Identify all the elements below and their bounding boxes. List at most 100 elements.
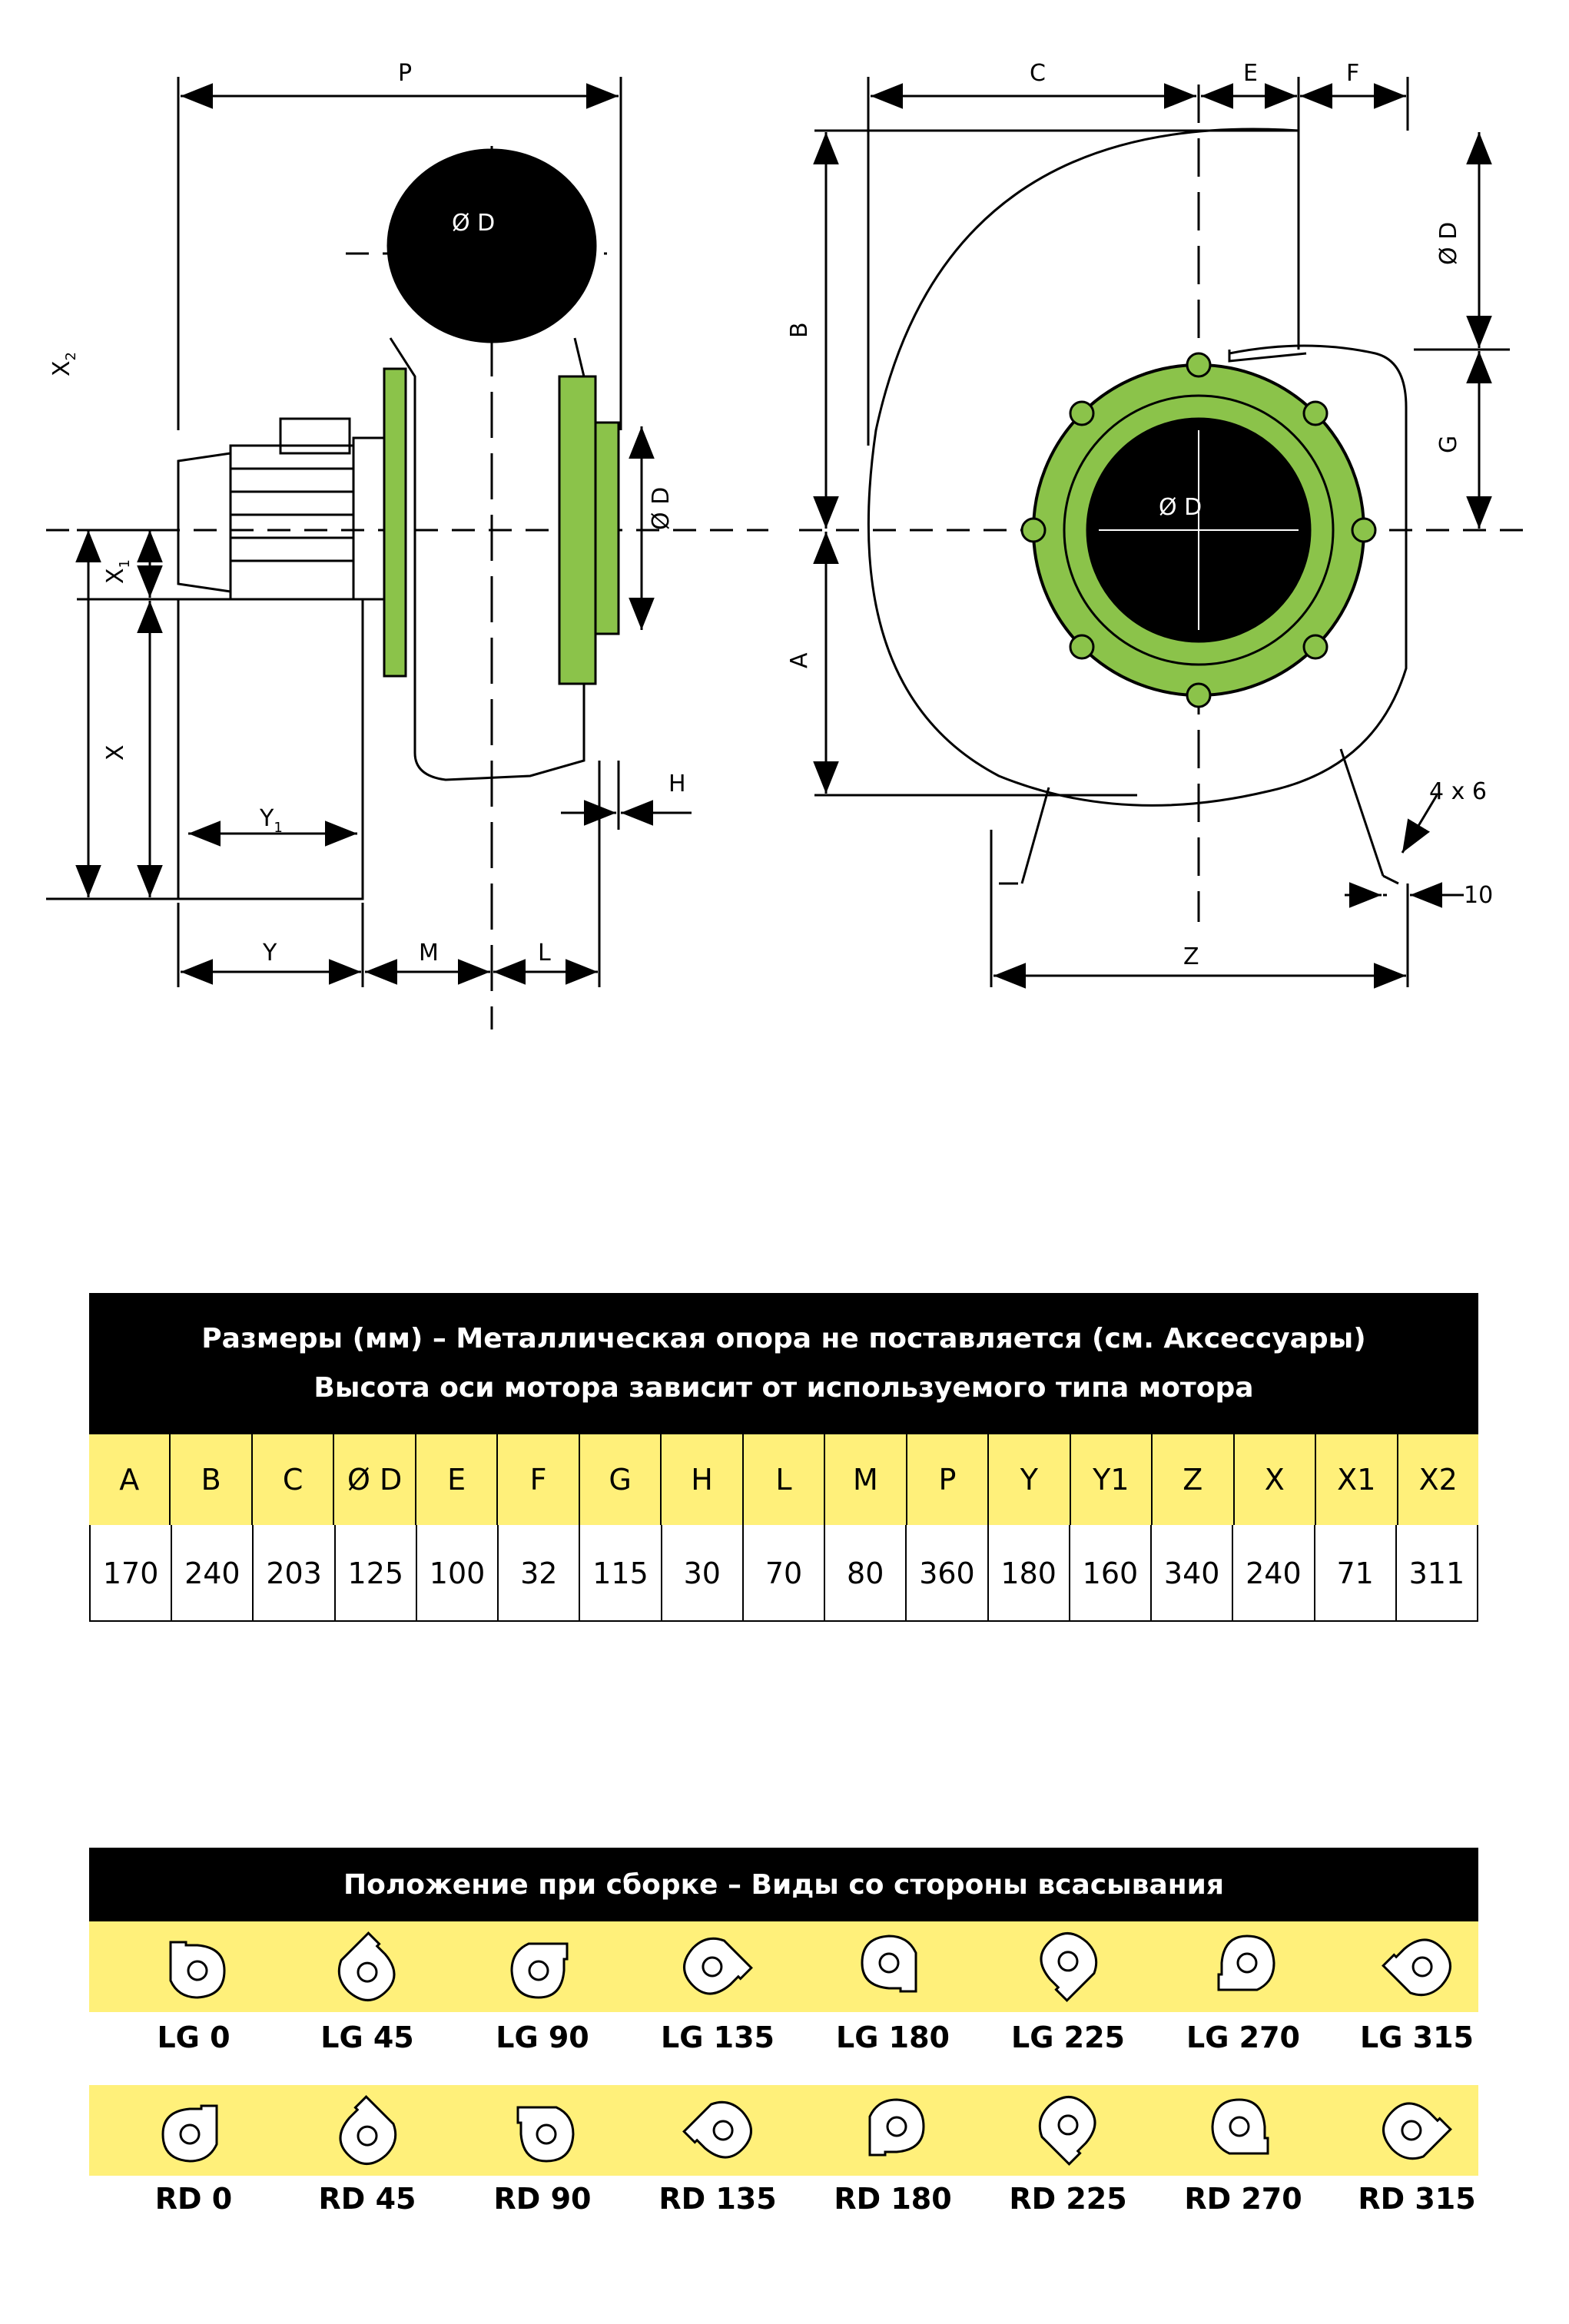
- positions-row-lg: [89, 1921, 1478, 2012]
- dim-header-cell: E: [416, 1434, 499, 1525]
- label-E: E: [1243, 60, 1258, 87]
- dim-header-cell: G: [579, 1434, 662, 1525]
- dimensions-table: Размеры (мм) – Металлическая опора не по…: [89, 1293, 1478, 1622]
- label-M: M: [419, 940, 439, 966]
- position-label-rd-315: RD 315: [1358, 2182, 1476, 2216]
- position-label-lg-225: LG 225: [1011, 2021, 1125, 2054]
- dim-value-cell: 311: [1396, 1525, 1477, 1622]
- position-icon-rd-225: [1038, 2096, 1096, 2166]
- position-icon-lg-0: [169, 1941, 226, 1999]
- label-holes: 4 x 6: [1429, 778, 1487, 805]
- positions-title: Положение при сборке – Виды со стороны в…: [343, 1868, 1224, 1901]
- label-X1: X1: [102, 559, 133, 584]
- position-label-lg-315: LG 315: [1360, 2021, 1474, 2054]
- dim-value-cell: 32: [499, 1525, 581, 1622]
- dim-header-cell: L: [743, 1434, 826, 1525]
- position-label-rd-180: RD 180: [834, 2182, 952, 2216]
- label-Z: Z: [1183, 943, 1199, 970]
- label-D-front: Ø D: [1159, 494, 1202, 521]
- technical-drawings: P Ø D Ø D X2 X1 X Y1 Y M L H: [46, 60, 1537, 1029]
- lg-icons: [169, 1931, 1451, 2002]
- position-label-rd-135: RD 135: [658, 2182, 777, 2216]
- position-icon-rd-0: [161, 2104, 218, 2163]
- label-L: L: [538, 940, 551, 966]
- dim-header-cell: X2: [1398, 1434, 1478, 1525]
- motor: [177, 417, 386, 601]
- position-label-rd-45: RD 45: [318, 2182, 416, 2216]
- position-icon-rd-315: [1382, 2102, 1452, 2160]
- label-A: A: [786, 652, 813, 668]
- dim-value-cell: 100: [416, 1525, 499, 1622]
- position-icon-rd-270: [1211, 2098, 1269, 2155]
- dim-header-cell: Y: [989, 1434, 1071, 1525]
- dim-value-cell: 240: [172, 1525, 254, 1622]
- label-D-side-inlet: Ø D: [648, 487, 675, 530]
- green-flange-left: [383, 367, 407, 678]
- position-icon-lg-270: [1217, 1934, 1275, 1991]
- dimensions-table-header: Размеры (мм) – Металлическая опора не по…: [89, 1293, 1478, 1434]
- dim-value-cell: 80: [825, 1525, 907, 1622]
- label-X: X: [102, 744, 129, 761]
- dim-header-cell: X: [1234, 1434, 1317, 1525]
- label-Y1: Y1: [259, 805, 283, 836]
- position-icon-lg-135: [683, 1937, 753, 1995]
- position-icon-rd-135: [682, 2100, 752, 2159]
- dim-header-cell: X1: [1316, 1434, 1398, 1525]
- dim-header-cell: A: [89, 1434, 171, 1525]
- dimensions-title-line2: Высота оси мотора зависит от используемо…: [313, 1372, 1254, 1404]
- label-Y: Y: [262, 940, 277, 966]
- label-P: P: [398, 60, 412, 87]
- green-inlet-collar: [594, 421, 620, 635]
- dimensions-title-line1: Размеры (мм) – Металлическая опора не по…: [201, 1323, 1366, 1354]
- side-view: [46, 77, 768, 1029]
- outlet-circle: [386, 148, 597, 343]
- green-flange-right: [558, 375, 597, 685]
- position-label-rd-0: RD 0: [154, 2182, 233, 2216]
- dim-value-cell: 170: [91, 1525, 173, 1622]
- position-label-lg-90: LG 90: [496, 2021, 589, 2054]
- dim-value-cell: 70: [743, 1525, 826, 1622]
- position-icon-rd-45: [339, 2095, 397, 2165]
- label-G: G: [1435, 436, 1462, 453]
- position-icon-lg-180: [861, 1934, 917, 1993]
- position-label-rd-270: RD 270: [1184, 2182, 1302, 2216]
- position-label-lg-0: LG 0: [157, 2021, 231, 2054]
- label-10: 10: [1464, 882, 1493, 909]
- position-label-lg-270: LG 270: [1186, 2021, 1300, 2054]
- dim-value-cell: 360: [907, 1525, 989, 1622]
- dim-header-cell: F: [498, 1434, 580, 1525]
- label-X2: X2: [48, 352, 79, 376]
- position-icon-rd-90: [516, 2106, 575, 2163]
- position-label-lg-135: LG 135: [661, 2021, 775, 2054]
- positions-title-bar: Положение при сборке – Виды со стороны в…: [89, 1848, 1478, 1921]
- position-label-lg-45: LG 45: [320, 2021, 414, 2054]
- positions-row-rd: [89, 2085, 1478, 2176]
- label-D-right: Ø D: [1435, 222, 1462, 265]
- dim-value-cell: 203: [254, 1525, 336, 1622]
- dim-header-cell: Z: [1153, 1434, 1235, 1525]
- position-label-rd-225: RD 225: [1009, 2182, 1127, 2216]
- position-icon-lg-315: [1382, 1938, 1451, 1997]
- dim-value-cell: 30: [662, 1525, 744, 1622]
- dim-header-cell: Y1: [1070, 1434, 1153, 1525]
- support-box: [177, 598, 364, 900]
- dim-value-cell: 340: [1152, 1525, 1234, 1622]
- dim-value-cell: 125: [335, 1525, 417, 1622]
- dim-header-cell: Ø D: [334, 1434, 416, 1525]
- position-icon-lg-225: [1040, 1932, 1098, 2002]
- label-C: C: [1030, 60, 1046, 87]
- dim-value-cell: 115: [580, 1525, 662, 1622]
- label-D-outlet: Ø D: [452, 210, 495, 237]
- position-label-lg-180: LG 180: [836, 2021, 950, 2054]
- position-icon-lg-90: [510, 1942, 569, 1999]
- dim-header-cell: M: [825, 1434, 907, 1525]
- position-icon-rd-180: [868, 2098, 925, 2157]
- dim-value-cell: 240: [1233, 1525, 1315, 1622]
- dim-header-cell: P: [907, 1434, 990, 1525]
- dim-value-cell: 160: [1070, 1525, 1153, 1622]
- rd-icons: [161, 2095, 1452, 2166]
- dim-value-cell: 71: [1315, 1525, 1397, 1622]
- position-label-rd-90: RD 90: [493, 2182, 592, 2216]
